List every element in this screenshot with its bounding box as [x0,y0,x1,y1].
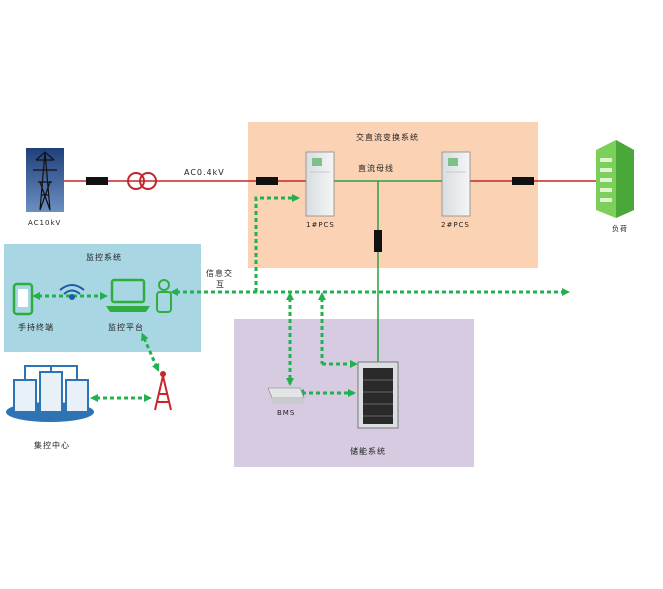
ac-power-line [64,172,600,190]
pcs1-cabinet-icon [305,151,335,217]
pcs2-cabinet-icon [441,151,471,217]
grid-voltage-label: AC10kV [28,219,62,227]
bms-device-icon [267,387,305,404]
breaker-icon [512,177,534,185]
wifi-icon [59,284,85,300]
breaker-icon [256,177,278,185]
central-control-servers-icon [6,365,94,422]
pcs-system-panel [248,122,538,268]
laptop-icon [106,278,150,312]
monitoring-platform-label: 监控平台 [108,323,144,332]
handheld-terminal-label: 手持终端 [18,323,54,332]
operator-person-icon [156,279,172,313]
transformer-icon [127,172,145,190]
monitoring-system-title: 监控系统 [86,253,122,262]
handheld-terminal-icon [12,282,34,316]
load-building-icon [596,140,634,218]
dc-bus-line [334,180,444,362]
breaker-icon [86,177,108,185]
storage-system-title: 储能系统 [350,447,386,456]
bms-label: BMS [277,409,296,417]
bus-voltage-label: AC0.4kV [184,168,225,177]
info-exchange-label: 信息交 [206,269,233,278]
breaker-icon [374,230,382,252]
info-exchange-label-2: 互 [216,280,225,289]
pcs1-label: 1#PCS [306,221,335,229]
pcs-system-title: 交直流变换系统 [356,133,419,142]
transmission-tower-icon [26,148,64,212]
battery-rack-icon [357,361,399,429]
antenna-tower-icon [154,371,172,411]
load-label: 负荷 [612,225,628,233]
communication-links [32,194,570,402]
pcs2-label: 2#PCS [441,221,470,229]
dc-bus-label: 直流母线 [358,164,394,173]
central-control-label: 集控中心 [34,441,70,450]
